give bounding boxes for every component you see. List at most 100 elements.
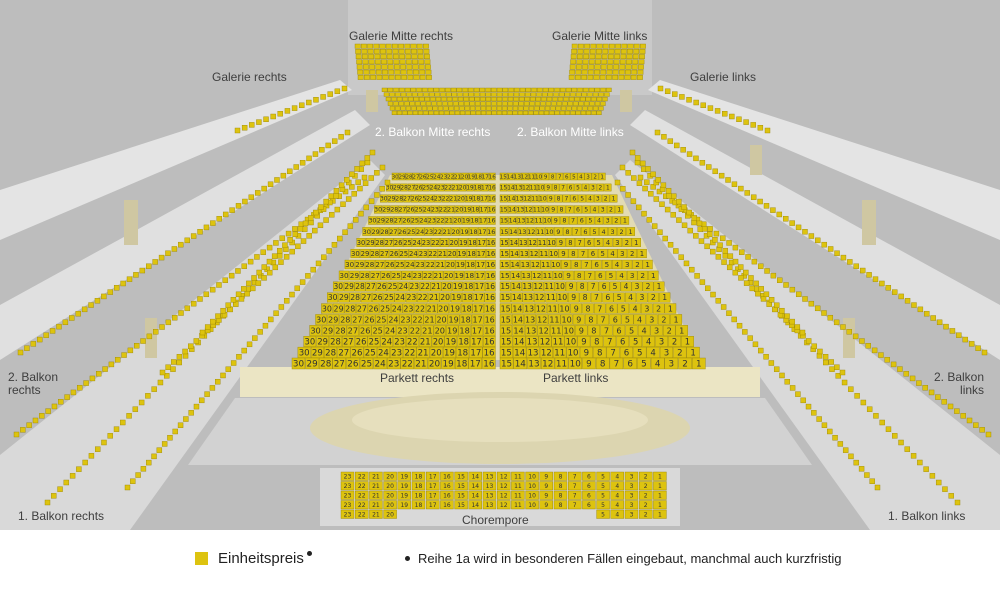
seat[interactable]: [864, 472, 870, 478]
seat[interactable]: [397, 490, 411, 500]
seat[interactable]: [485, 259, 496, 270]
seat[interactable]: [979, 427, 985, 433]
seat[interactable]: [108, 361, 115, 368]
seat[interactable]: [581, 92, 588, 97]
seat[interactable]: [567, 101, 573, 106]
seat[interactable]: [631, 238, 641, 247]
seat[interactable]: [441, 194, 450, 203]
seat[interactable]: [512, 336, 526, 347]
seat[interactable]: [555, 106, 561, 111]
seat[interactable]: [560, 87, 566, 92]
seat[interactable]: [666, 193, 672, 199]
seat[interactable]: [326, 248, 332, 254]
seat[interactable]: [623, 357, 637, 370]
seat[interactable]: [225, 302, 231, 308]
seat[interactable]: [312, 151, 319, 157]
seat[interactable]: [609, 43, 615, 49]
seat[interactable]: [617, 227, 626, 236]
seat[interactable]: [404, 101, 410, 106]
seat[interactable]: [436, 101, 443, 106]
seat[interactable]: [531, 194, 539, 203]
seat[interactable]: [367, 336, 381, 347]
seat[interactable]: [424, 54, 430, 60]
seat[interactable]: [575, 92, 582, 97]
seat[interactable]: [642, 259, 653, 270]
seat[interactable]: [683, 260, 690, 267]
seat[interactable]: [509, 248, 520, 259]
seat[interactable]: [383, 92, 390, 97]
seat[interactable]: [511, 500, 525, 510]
seat[interactable]: [469, 101, 475, 106]
seat[interactable]: [481, 172, 489, 181]
seat[interactable]: [37, 336, 43, 343]
seat[interactable]: [478, 216, 488, 225]
seat[interactable]: [209, 286, 216, 293]
seat[interactable]: [387, 101, 394, 106]
seat[interactable]: [419, 216, 428, 225]
seat[interactable]: [686, 151, 693, 157]
seat[interactable]: [385, 259, 395, 270]
seat[interactable]: [305, 357, 319, 370]
seat[interactable]: [917, 459, 923, 466]
seat[interactable]: [362, 227, 372, 236]
seat[interactable]: [686, 96, 692, 103]
seat[interactable]: [496, 92, 503, 97]
seat[interactable]: [607, 248, 618, 259]
seat[interactable]: [571, 49, 578, 54]
seat[interactable]: [562, 194, 571, 203]
seat[interactable]: [374, 259, 385, 270]
seat[interactable]: [102, 366, 108, 372]
seat[interactable]: [397, 500, 411, 510]
seat[interactable]: [177, 422, 184, 428]
seat[interactable]: [546, 194, 555, 203]
seat[interactable]: [411, 314, 424, 325]
seat[interactable]: [283, 298, 290, 304]
seat[interactable]: [840, 254, 847, 261]
seat[interactable]: [392, 49, 399, 54]
seat[interactable]: [513, 92, 520, 97]
seat[interactable]: [598, 106, 604, 111]
seat[interactable]: [789, 385, 796, 391]
seat[interactable]: [960, 413, 966, 419]
seat[interactable]: [421, 238, 431, 247]
seat[interactable]: [247, 258, 254, 265]
seat[interactable]: [30, 341, 37, 347]
seat[interactable]: [508, 227, 518, 236]
seat[interactable]: [390, 205, 399, 214]
seat[interactable]: [579, 292, 591, 303]
seat[interactable]: [511, 292, 523, 303]
seat[interactable]: [763, 291, 770, 298]
seat[interactable]: [454, 500, 468, 510]
seat[interactable]: [299, 102, 305, 109]
seat[interactable]: [846, 329, 852, 335]
seat[interactable]: [431, 336, 445, 347]
seat[interactable]: [428, 292, 440, 303]
seat[interactable]: [949, 328, 956, 334]
seat[interactable]: [591, 110, 597, 115]
seat[interactable]: [518, 106, 524, 111]
seat[interactable]: [172, 428, 178, 435]
seat[interactable]: [355, 49, 362, 54]
seat[interactable]: [789, 220, 795, 226]
seat[interactable]: [496, 106, 502, 111]
seat[interactable]: [676, 217, 682, 223]
seat[interactable]: [528, 172, 535, 181]
seat[interactable]: [545, 101, 552, 106]
seat[interactable]: [539, 490, 553, 500]
seat[interactable]: [126, 413, 132, 419]
seat[interactable]: [315, 260, 322, 267]
seat[interactable]: [321, 303, 333, 314]
seat[interactable]: [679, 94, 685, 100]
seat[interactable]: [594, 69, 600, 75]
seat[interactable]: [507, 110, 513, 115]
seat[interactable]: [620, 216, 630, 225]
seat[interactable]: [458, 238, 468, 247]
seat[interactable]: [536, 92, 542, 97]
seat[interactable]: [435, 259, 446, 270]
seat[interactable]: [344, 129, 351, 136]
seat[interactable]: [499, 303, 512, 314]
seat[interactable]: [408, 248, 419, 259]
seat[interactable]: [606, 69, 613, 75]
seat[interactable]: [156, 447, 163, 453]
seat[interactable]: [408, 96, 414, 102]
